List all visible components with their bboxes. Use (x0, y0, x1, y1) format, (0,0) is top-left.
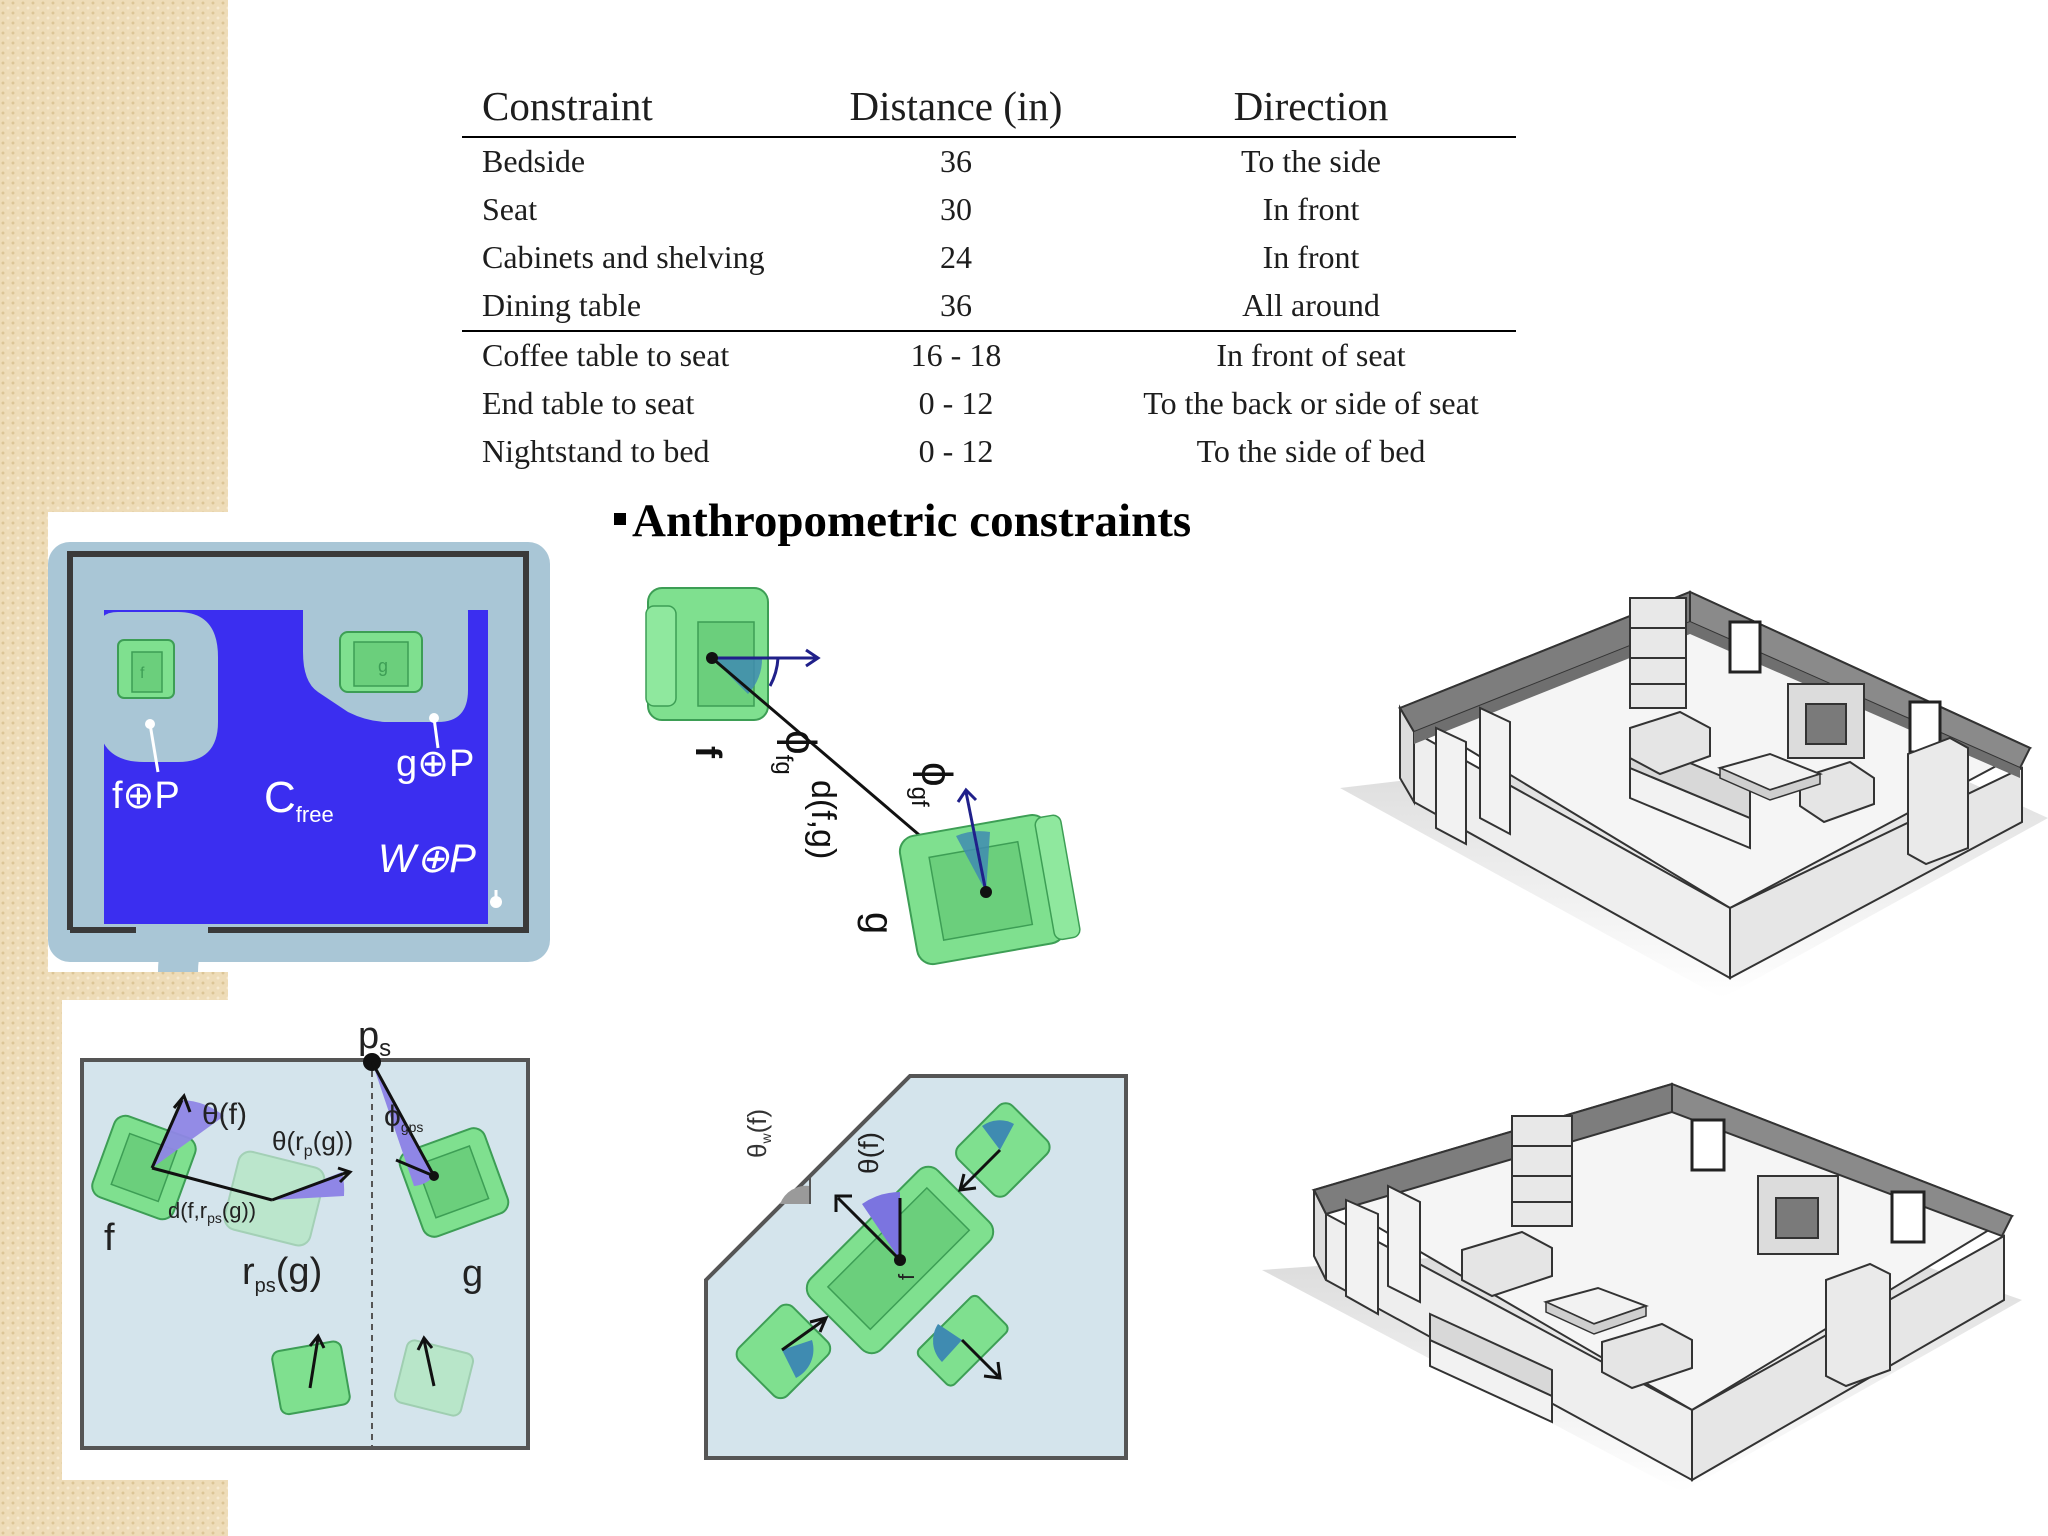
bookshelf-icon (1629, 597, 1687, 709)
cell-distance: 36 (940, 287, 972, 323)
label-distance-reflection: d(f,rps(g)) (168, 1198, 256, 1226)
cell-constraint: Cabinets and shelving (482, 239, 765, 275)
room-render-bottom (1262, 1080, 2022, 1500)
fireplace-icon (1757, 1175, 1839, 1255)
label-phi-fg: ϕfg (770, 730, 825, 775)
label-phi-gf: ϕgf (906, 762, 961, 807)
chair-bottom-right-icon (393, 1339, 475, 1417)
sofa-icon (1429, 1312, 1553, 1424)
armchair-icon (1461, 1230, 1693, 1390)
label-distance-fg: d(f,g) (804, 780, 842, 859)
cabinet-icon (1907, 736, 1969, 866)
table-row: Bedside 36 To the side (462, 137, 1516, 186)
bullet-icon (614, 513, 626, 526)
cell-constraint: Seat (482, 191, 538, 227)
constraints-table: Constraint Distance (in) Direction Bedsi… (462, 74, 1516, 476)
header-constraint: Constraint (462, 74, 806, 138)
label-ps: ps (358, 1015, 391, 1062)
cell-constraint: Nightstand to bed (482, 433, 710, 469)
label-phi-gps: ϕgps (384, 1100, 423, 1135)
figure-wall-orientation: θw(f) θ(f) f (700, 1070, 1140, 1470)
figure-pairwise: ϕfg f d(f,g) ϕgf g (636, 566, 1096, 966)
label-g: g (857, 912, 901, 934)
coffee-table-icon (1717, 752, 1823, 801)
room-render-top (1330, 578, 2048, 998)
cell-direction: To the side (1241, 143, 1381, 179)
figure-free-space: f g f⊕P g⊕P Cfree W⊕P (48, 512, 558, 972)
cell-direction: In front (1262, 239, 1360, 275)
heading-text: Anthropometric constraints (632, 495, 1192, 547)
label-f: f (688, 746, 729, 759)
label-theta-w: θw(f) (742, 1109, 774, 1158)
cell-distance: 0 - 12 (918, 385, 994, 421)
label-f: f (894, 1273, 919, 1280)
table-row: Nightstand to bed 0 - 12 To the side of … (462, 428, 1516, 476)
window-icon (1690, 1118, 1926, 1244)
label-g-small: g (378, 656, 388, 676)
table-row: End table to seat 0 - 12 To the back or … (462, 380, 1516, 428)
cell-direction: In front (1262, 191, 1360, 227)
label-theta-f: θ(f) (853, 1132, 884, 1174)
fireplace-icon (1787, 683, 1865, 759)
table-row: Dining table 36 All around (462, 282, 1516, 331)
table-row: Cabinets and shelving 24 In front (462, 234, 1516, 282)
table-row: Seat 30 In front (462, 186, 1516, 234)
label-f: f (104, 1217, 115, 1259)
figure-symmetry: ps (62, 1000, 544, 1480)
cell-distance: 24 (940, 239, 972, 275)
label-f-plus-p: f⊕P (112, 775, 180, 817)
cell-constraint: End table to seat (482, 385, 695, 421)
label-g: g (462, 1253, 483, 1295)
cell-distance: 36 (940, 143, 972, 179)
chair-g-icon (339, 631, 423, 693)
table-header-row: Constraint Distance (in) Direction (462, 74, 1516, 138)
cell-constraint: Dining table (482, 287, 642, 323)
cell-direction: To the back or side of seat (1143, 385, 1479, 421)
label-w-plus-p: W⊕P (378, 837, 476, 881)
cell-distance: 30 (940, 191, 972, 227)
door-icon (1435, 706, 1511, 846)
label-reflection: rps(g) (242, 1251, 322, 1297)
label-c-free: Cfree (264, 773, 334, 827)
door-icon (1345, 1184, 1421, 1316)
header-distance: Distance (in) (806, 74, 1106, 138)
label-theta-rp: θ(rp(g)) (272, 1126, 353, 1160)
cell-distance: 16 - 18 (806, 330, 1106, 380)
chair-top-right-icon (955, 1102, 1051, 1198)
table-row: Coffee table to seat 16 - 18 In front of… (462, 330, 1516, 380)
label-f-small: f (140, 665, 145, 682)
cell-direction: All around (1242, 287, 1380, 323)
cell-constraint: Bedside (482, 143, 586, 179)
cell-direction: To the side of bed (1196, 433, 1426, 469)
chair-g-icon (398, 1127, 510, 1238)
label-theta-f: θ(f) (202, 1098, 247, 1131)
header-direction: Direction (1106, 74, 1516, 138)
section-heading: Anthropometric constraints (614, 494, 1191, 548)
cell-direction: In front of seat (1106, 330, 1516, 380)
chair-f-icon (117, 639, 175, 699)
label-g-plus-p: g⊕P (396, 743, 474, 785)
coffee-table-icon (1543, 1286, 1649, 1335)
bookshelf-icon (1511, 1115, 1573, 1227)
cell-distance: 0 - 12 (918, 433, 994, 469)
chair-f-icon (645, 587, 769, 721)
cell-constraint: Coffee table to seat (462, 330, 806, 380)
cabinet-icon (1825, 1262, 1891, 1388)
